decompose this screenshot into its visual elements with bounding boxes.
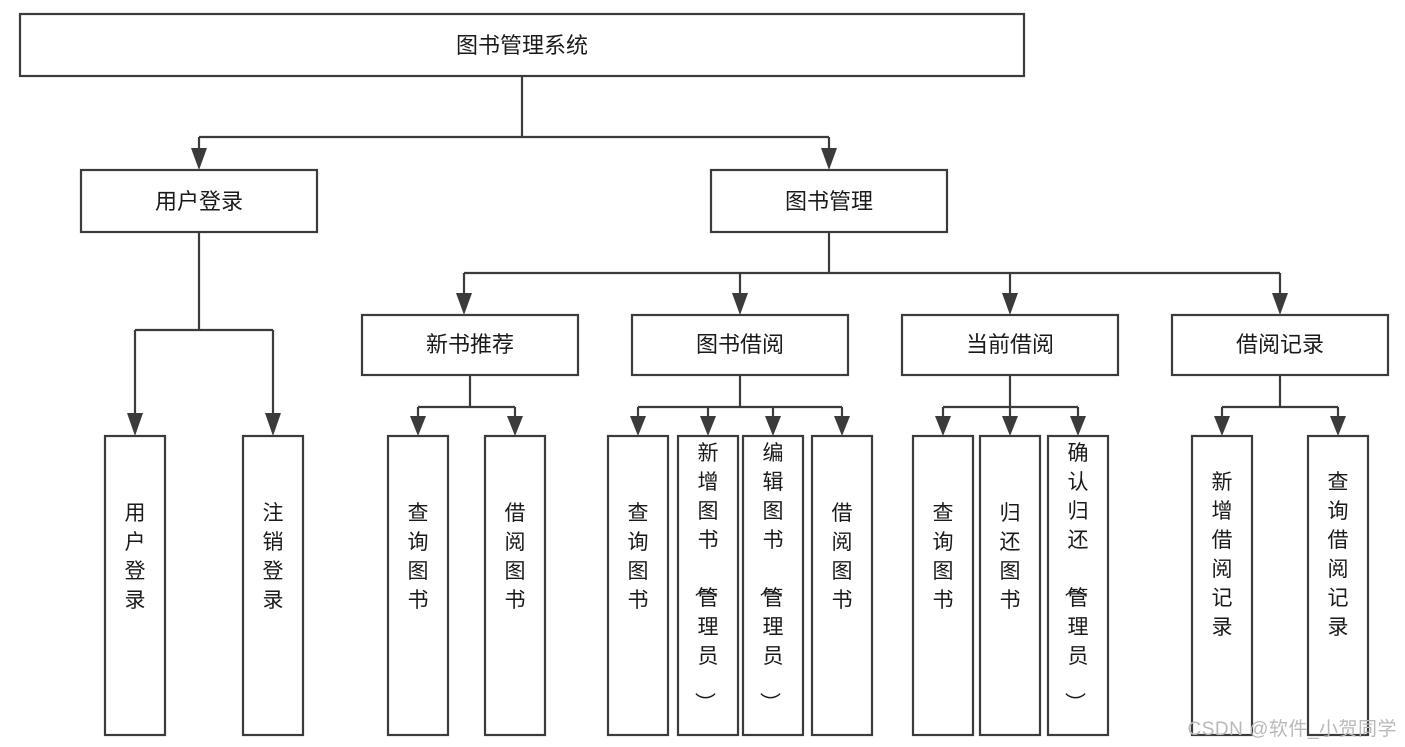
- node-leaf-query-record[interactable]: 查询借阅记录: [1306, 434, 1370, 737]
- arrow-head-leaf-borrow-book-a: [507, 416, 523, 436]
- node-label-leaf-query-record: 查询借阅记录: [1328, 471, 1349, 639]
- connector-layer: [127, 76, 1346, 436]
- node-label-leaf-user-login: 用户登录: [125, 502, 146, 612]
- node-label-leaf-query-book-c: 查询图书: [933, 502, 954, 612]
- arrow-head-leaf-confirm-return: [1070, 416, 1086, 436]
- node-box: [18, 12, 1026, 78]
- node-label-book-management: 图书管理: [785, 189, 873, 214]
- node-label-leaf-edit-book: 编辑图书（管理员）: [758, 442, 784, 713]
- arrow-head-new-book-recommend: [456, 293, 472, 315]
- node-box: [241, 434, 305, 737]
- node-user-login[interactable]: 用户登录: [79, 168, 319, 234]
- node-leaf-borrow-book-b[interactable]: 借阅图书: [810, 434, 874, 737]
- node-leaf-logout[interactable]: 注销登录: [241, 434, 305, 737]
- node-leaf-query-book-c[interactable]: 查询图书: [911, 434, 975, 737]
- node-label-user-login: 用户登录: [155, 189, 243, 214]
- node-leaf-confirm-return[interactable]: 确认归还（管理员）: [1046, 434, 1110, 737]
- arrow-head-leaf-borrow-book-b: [834, 416, 850, 436]
- node-label-leaf-borrow-book-a: 借阅图书: [505, 502, 526, 612]
- node-box: [1306, 434, 1370, 737]
- node-box: [103, 434, 167, 737]
- node-box: [1190, 434, 1254, 737]
- arrow-head-leaf-query-record: [1330, 416, 1346, 436]
- node-box: [810, 434, 874, 737]
- node-label-new-book-recommend: 新书推荐: [426, 332, 514, 357]
- node-box: [676, 434, 740, 737]
- arrow-head-leaf-add-record: [1214, 416, 1230, 436]
- node-label-leaf-confirm-return: 确认归还（管理员）: [1063, 442, 1089, 713]
- node-box: [79, 168, 319, 234]
- arrow-head-current-borrow: [1002, 293, 1018, 315]
- node-current-borrow[interactable]: 当前借阅: [900, 313, 1120, 377]
- arrow-head-book-manage: [821, 148, 837, 170]
- node-box: [900, 313, 1120, 377]
- node-leaf-return-book[interactable]: 归还图书: [978, 434, 1042, 737]
- arrow-head-leaf-edit-book: [765, 416, 781, 436]
- node-leaf-add-book[interactable]: 新增图书（管理员）: [676, 434, 740, 737]
- node-label-leaf-logout: 注销登录: [263, 502, 284, 612]
- node-borrow-record[interactable]: 借阅记录: [1170, 313, 1390, 377]
- node-label-leaf-query-book-b: 查询图书: [628, 502, 649, 612]
- arrow-head-leaf-query-book-b: [630, 416, 646, 436]
- node-box: [1046, 434, 1110, 737]
- arrow-head-user-login: [191, 148, 207, 170]
- node-book-management[interactable]: 图书管理: [709, 168, 949, 234]
- arrow-head-leaf-query-book-a: [410, 416, 426, 436]
- node-book-borrow[interactable]: 图书借阅: [630, 313, 850, 377]
- node-leaf-add-record[interactable]: 新增借阅记录: [1190, 434, 1254, 737]
- arrow-head-borrow-record: [1272, 293, 1288, 315]
- arrow-head-leaf-add-book: [700, 416, 716, 436]
- node-leaf-query-book-a[interactable]: 查询图书: [386, 434, 450, 737]
- arrow-head-leaf-logout: [265, 413, 281, 436]
- node-root-book-management-system[interactable]: 图书管理系统: [18, 12, 1026, 78]
- node-label-borrow-record: 借阅记录: [1236, 332, 1324, 357]
- node-leaf-query-book-b[interactable]: 查询图书: [606, 434, 670, 737]
- node-box: [1170, 313, 1390, 377]
- node-box: [911, 434, 975, 737]
- node-box: [606, 434, 670, 737]
- node-leaf-user-login[interactable]: 用户登录: [103, 434, 167, 737]
- node-new-book-recommend[interactable]: 新书推荐: [360, 313, 580, 377]
- node-box: [360, 313, 580, 377]
- node-box: [630, 313, 850, 377]
- node-label-root: 图书管理系统: [456, 33, 588, 58]
- arrow-head-leaf-query-book-c: [935, 416, 951, 436]
- node-label-current-borrow: 当前借阅: [966, 332, 1054, 357]
- node-box: [978, 434, 1042, 737]
- node-box: [386, 434, 450, 737]
- node-label-leaf-borrow-book-b: 借阅图书: [832, 502, 853, 612]
- node-label-leaf-add-book: 新增图书（管理员）: [693, 442, 719, 713]
- node-label-book-borrow: 图书借阅: [696, 332, 784, 357]
- node-leaf-edit-book[interactable]: 编辑图书（管理员）: [741, 434, 805, 737]
- node-box: [741, 434, 805, 737]
- node-label-leaf-query-book-a: 查询图书: [408, 502, 429, 612]
- node-label-leaf-add-record: 新增借阅记录: [1212, 471, 1233, 639]
- node-box: [709, 168, 949, 234]
- arrow-head-leaf-return-book: [1002, 416, 1018, 436]
- arrow-head-book-borrow: [732, 293, 748, 315]
- node-leaf-borrow-book-a[interactable]: 借阅图书: [483, 434, 547, 737]
- node-box: [483, 434, 547, 737]
- arrow-head-leaf-user-login: [127, 413, 143, 436]
- node-label-leaf-return-book: 归还图书: [1000, 502, 1021, 612]
